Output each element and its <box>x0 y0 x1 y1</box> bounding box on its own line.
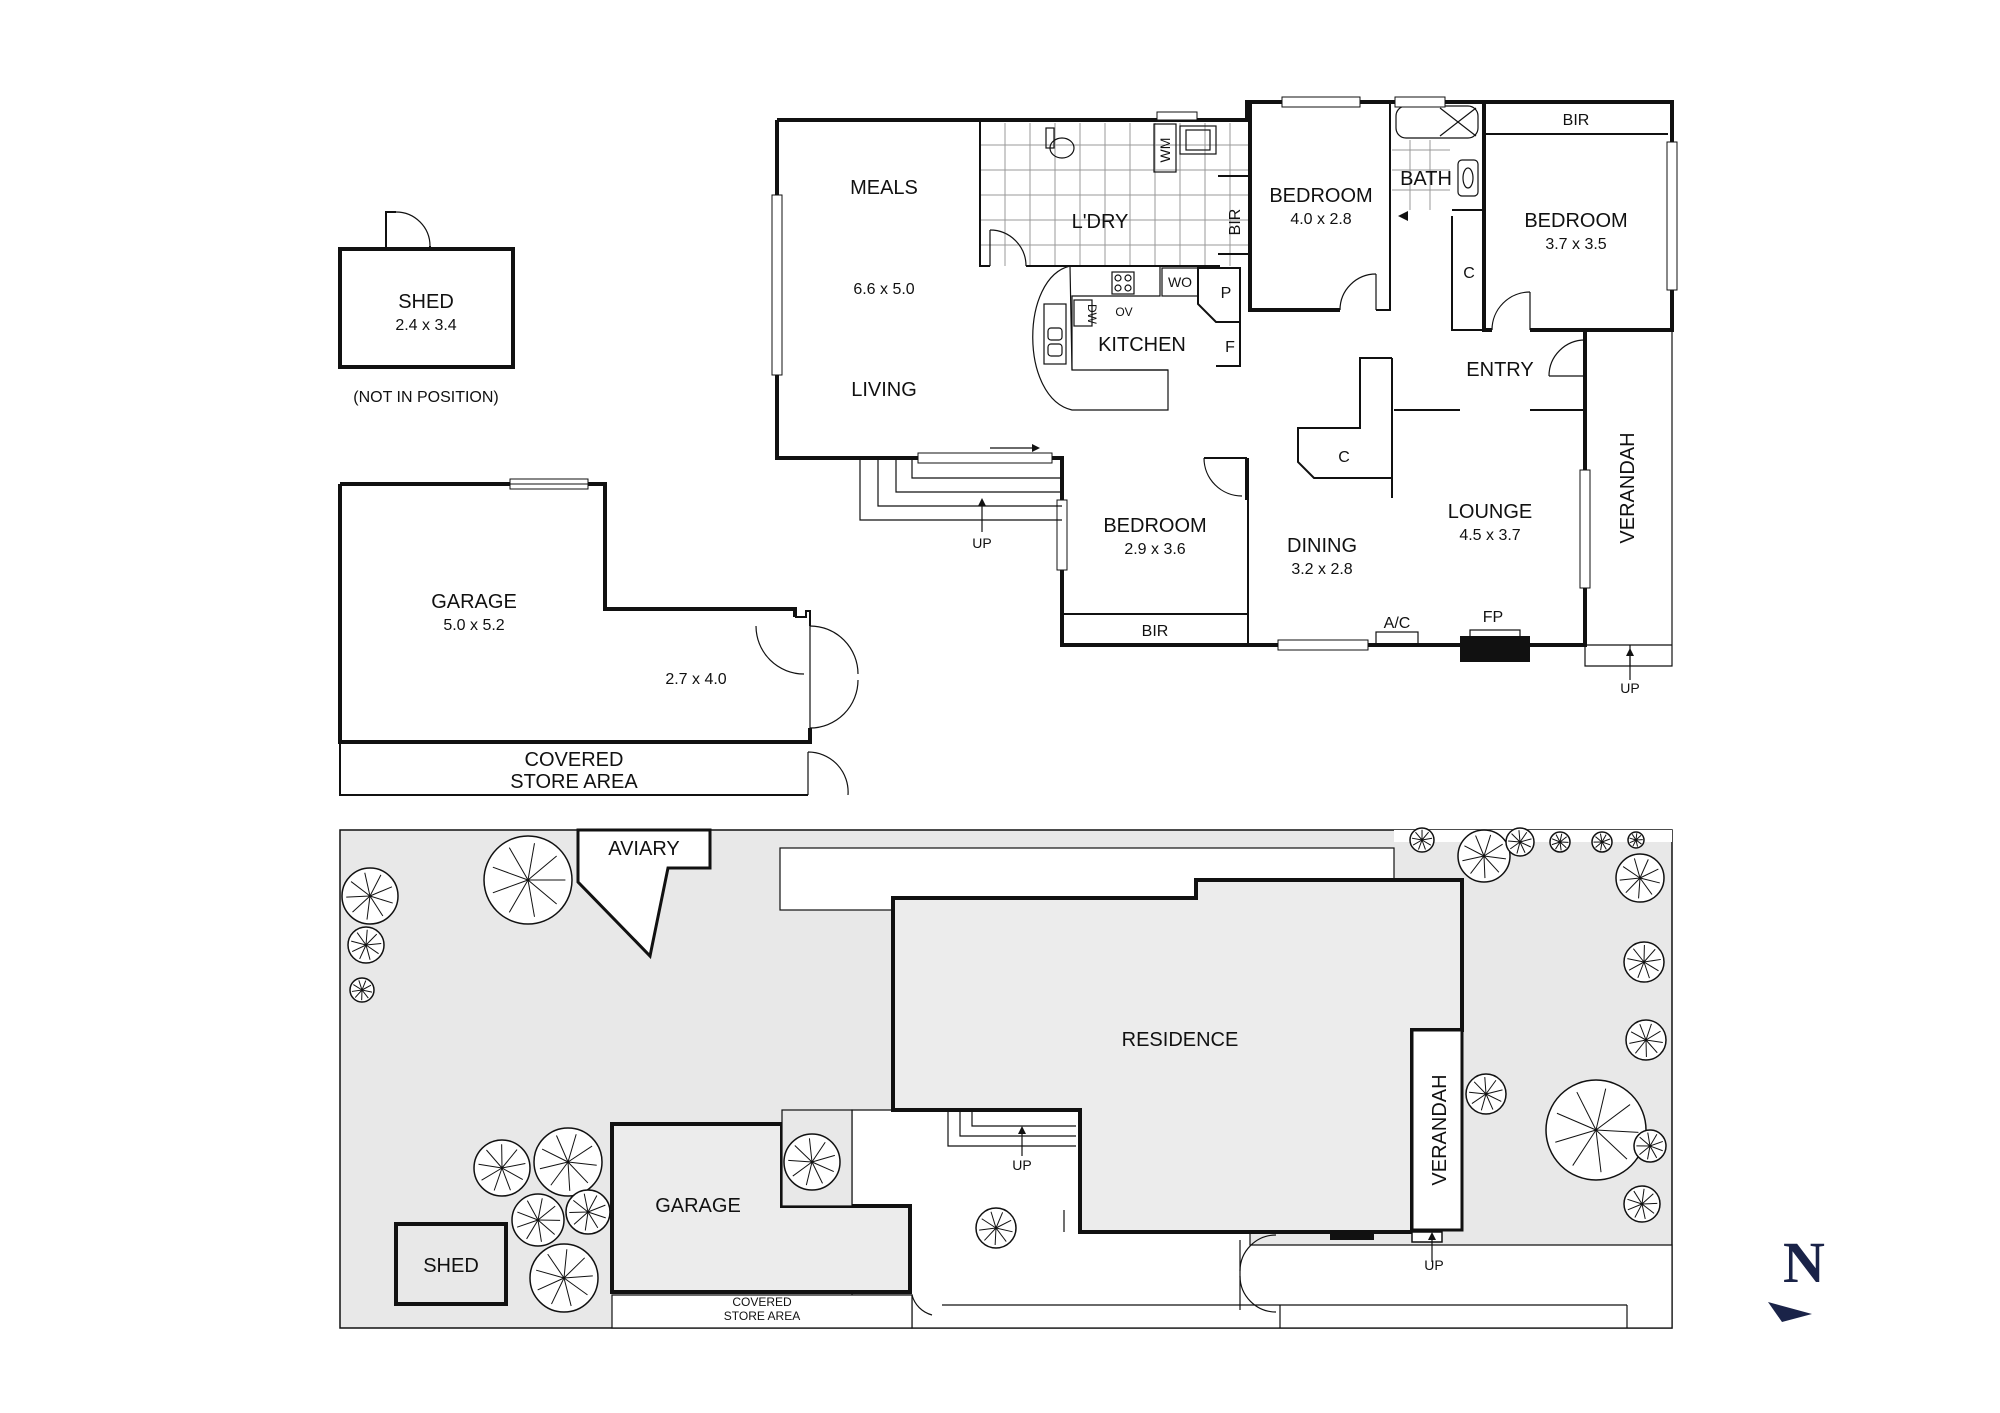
wm-label: WM <box>1157 138 1173 163</box>
tree-icon <box>529 1243 599 1313</box>
dw-label: DW <box>1085 304 1099 325</box>
tree-icon <box>1549 831 1571 853</box>
fp-label: FP <box>1483 609 1503 626</box>
bir-label-2: BIR <box>1563 112 1590 129</box>
trees <box>341 827 1667 1313</box>
lounge-label: LOUNGE <box>1448 501 1532 523</box>
compass: N <box>1768 1230 1825 1322</box>
living-label: LIVING <box>851 379 917 401</box>
tree-icon <box>1465 1073 1507 1115</box>
garage-ext-dims: 2.7 x 4.0 <box>665 671 726 688</box>
store-area-line1: COVERED <box>525 749 624 771</box>
bedroom-1-label: BEDROOM <box>1269 185 1372 207</box>
entry-label: ENTRY <box>1466 359 1533 381</box>
garage-detail: GARAGE 5.0 x 5.2 2.7 x 4.0 COVERED STORE… <box>338 478 859 796</box>
dining-dims: 3.2 x 2.8 <box>1291 561 1352 578</box>
tree-icon <box>1627 831 1645 849</box>
closet-c2-label: C <box>1338 449 1350 466</box>
closet-c-label: C <box>1463 265 1475 282</box>
tree-icon <box>1615 853 1665 903</box>
north-letter: N <box>1783 1230 1825 1295</box>
living-dims: 6.6 x 5.0 <box>853 281 914 298</box>
tree-icon <box>533 1127 603 1197</box>
laundry-label: L'DRY <box>1072 211 1129 233</box>
shed-note: (NOT IN POSITION) <box>353 389 498 406</box>
north-arrow-icon <box>1768 1302 1812 1322</box>
laundry-tiles <box>980 123 1248 266</box>
garage-dims: 5.0 x 5.2 <box>443 617 504 634</box>
ac-label: A/C <box>1384 615 1411 632</box>
pantry-label: P <box>1221 285 1232 302</box>
tree-icon <box>1457 829 1511 883</box>
dining-label: DINING <box>1287 535 1357 557</box>
tree-icon <box>511 1193 565 1247</box>
site-store-line1: COVERED <box>732 1295 792 1309</box>
kitchen-label: KITCHEN <box>1098 334 1186 356</box>
store-area-line2: STORE AREA <box>510 771 638 793</box>
site-residence-label: RESIDENCE <box>1122 1029 1239 1051</box>
meals-label: MEALS <box>850 177 918 199</box>
bedroom-1-dims: 4.0 x 2.8 <box>1290 211 1351 228</box>
tree-icon <box>349 977 375 1003</box>
tree-icon <box>1545 1079 1647 1181</box>
tree-icon <box>483 835 573 925</box>
bir-label-1: BIR <box>1227 209 1244 236</box>
bedroom-3-dims: 2.9 x 3.6 <box>1124 541 1185 558</box>
shed-label: SHED <box>398 291 454 313</box>
tree-icon <box>1633 1129 1667 1163</box>
tree-icon <box>1591 831 1613 853</box>
verandah-label: VERANDAH <box>1617 432 1639 543</box>
bath-tiles <box>1392 140 1450 210</box>
bedroom-3-label: BEDROOM <box>1103 515 1206 537</box>
shed-dims: 2.4 x 3.4 <box>395 317 456 334</box>
tree-icon <box>1623 1185 1661 1223</box>
site-up-label-1: UP <box>1012 1157 1031 1173</box>
site-verandah-label: VERANDAH <box>1429 1074 1451 1185</box>
tree-icon <box>783 1133 841 1191</box>
tree-icon <box>347 926 385 964</box>
bedroom-2-label: BEDROOM <box>1524 210 1627 232</box>
up-label-2: UP <box>1620 680 1639 696</box>
site-garage-label: GARAGE <box>655 1195 741 1217</box>
tree-icon <box>565 1189 611 1235</box>
bath-label: BATH <box>1400 168 1452 190</box>
tree-icon <box>975 1207 1017 1249</box>
tree-icon <box>473 1139 531 1197</box>
site-aviary-label: AVIARY <box>608 838 680 860</box>
tree-icon <box>1623 941 1665 983</box>
site-store-line2: STORE AREA <box>724 1309 800 1323</box>
bedroom-2-dims: 3.7 x 3.5 <box>1545 236 1606 253</box>
tree-icon <box>1505 827 1535 857</box>
bir-label-3: BIR <box>1142 623 1169 640</box>
tree-icon <box>1409 827 1435 853</box>
site-up-label-2: UP <box>1424 1257 1443 1273</box>
fridge-label: F <box>1225 339 1235 356</box>
main-floor-plan: WM BIR MEALS 6.6 x 5.0 LIVING L'DRY DW O… <box>771 96 1678 696</box>
ov-label: OV <box>1115 305 1132 319</box>
site-shed-label: SHED <box>423 1255 479 1277</box>
garage-label: GARAGE <box>431 591 517 613</box>
wo-label: WO <box>1168 274 1192 290</box>
lounge-dims: 4.5 x 3.7 <box>1459 527 1520 544</box>
tree-icon <box>1625 1019 1667 1061</box>
site-plan: RESIDENCE VERANDAH UP UP AVIARY GARAGE C… <box>339 827 1673 1329</box>
tree-icon <box>341 867 399 925</box>
up-label-1: UP <box>972 535 991 551</box>
shed-detail: SHED 2.4 x 3.4 (NOT IN POSITION) <box>338 211 515 406</box>
